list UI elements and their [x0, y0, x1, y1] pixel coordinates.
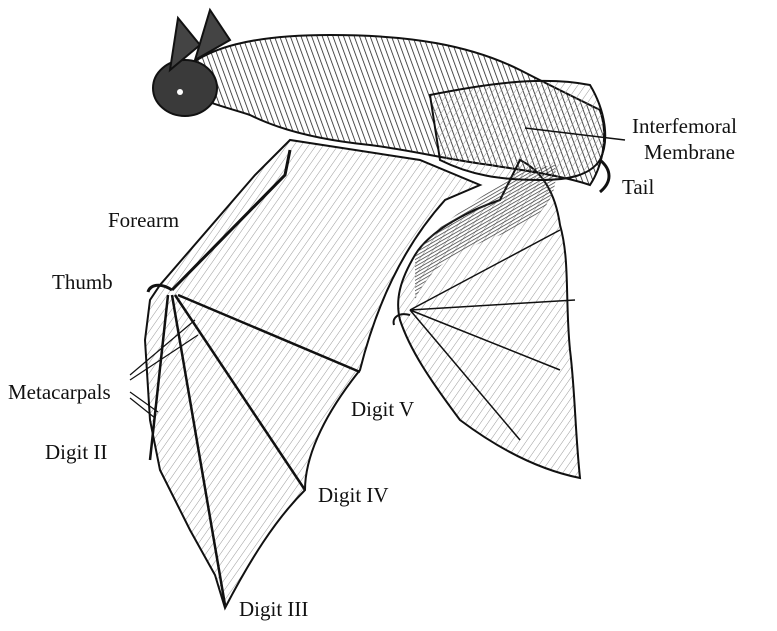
interfemoral-membrane	[430, 81, 605, 180]
label-digit-ii: Digit II	[45, 441, 107, 463]
head	[153, 60, 217, 116]
label-digit-v: Digit V	[351, 398, 414, 420]
label-metacarpals: Metacarpals	[8, 381, 111, 403]
label-thumb: Thumb	[52, 271, 113, 293]
label-forearm: Forearm	[108, 209, 179, 231]
tail	[600, 160, 609, 192]
label-interfemoral-line1: Interfemoral	[632, 115, 737, 137]
label-digit-iii: Digit III	[239, 598, 308, 620]
label-tail: Tail	[622, 176, 654, 198]
label-digit-iv: Digit IV	[318, 484, 389, 506]
label-interfemoral-line2: Membrane	[644, 141, 735, 163]
eye	[177, 89, 183, 95]
